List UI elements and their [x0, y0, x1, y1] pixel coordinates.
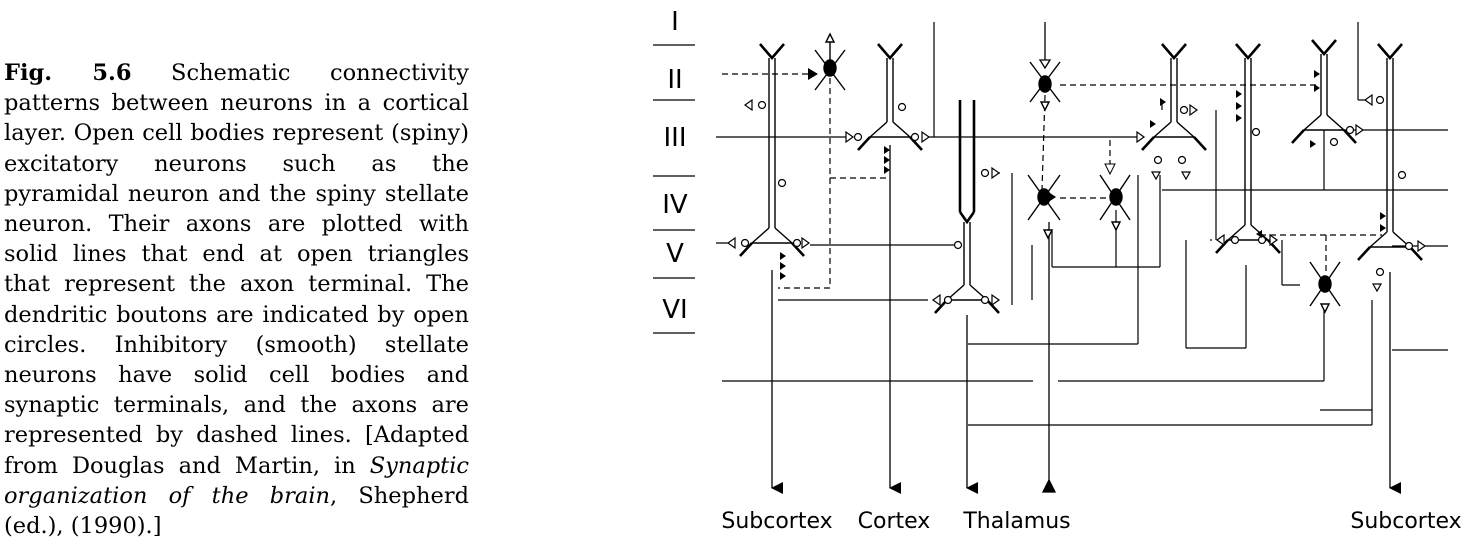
- target-label-subcortex-right: Subcortex: [1350, 509, 1461, 534]
- layer-label-I: I: [671, 7, 679, 37]
- vertical-axons: [933, 22, 1373, 425]
- layer-label-II: II: [667, 65, 682, 95]
- dendritic-boutons: [740, 95, 1414, 305]
- pyramidal-neuron-6: [1291, 39, 1357, 144]
- layer-separators: [653, 44, 695, 334]
- figure-label: Fig. 5.6: [4, 60, 132, 86]
- target-label-cortex: Cortex: [858, 509, 931, 534]
- layer-label-III: III: [663, 123, 686, 153]
- caption-text-2: , Shepherd (ed.), (1990).]: [4, 482, 469, 540]
- target-labels: Subcortex Cortex Thalamus Subcortex: [721, 509, 1461, 534]
- layer-labels: I II III IV V VI: [662, 7, 688, 325]
- horizontal-axons: [716, 129, 1448, 426]
- output-axons: [771, 145, 1401, 494]
- axon-terminals: [726, 93, 1427, 307]
- caption-book-title: Synaptic organization of the brain: [4, 452, 469, 509]
- inhibitory-stellate-neurons: [814, 32, 1341, 314]
- thalamic-afferent: [1038, 22, 1057, 493]
- inhibitory-neuron-2: [1029, 61, 1061, 112]
- figure-caption: Fig. 5.6 Schematic connectivity patterns…: [4, 58, 469, 541]
- pyramidal-neuron-4: [1141, 43, 1207, 151]
- inhibitory-axons: [722, 73, 1382, 289]
- layer-label-IV: IV: [662, 190, 688, 220]
- target-label-subcortex-left: Subcortex: [721, 509, 832, 534]
- layer-label-V: V: [666, 239, 684, 269]
- pyramidal-neuron-3: [934, 100, 1000, 314]
- layer-label-VI: VI: [662, 295, 687, 325]
- inhibitory-terminals: [780, 70, 1386, 280]
- inhibitory-neuron-3: [1027, 174, 1061, 240]
- inhibitory-neuron-1: [814, 32, 846, 91]
- target-label-thalamus: Thalamus: [962, 509, 1070, 534]
- inhibitory-synapse-heads: [808, 68, 1116, 176]
- pyramidal-neuron-7: [1357, 43, 1423, 261]
- caption-text-1: Schematic connectivity patterns between …: [4, 60, 469, 479]
- pyramidal-neuron-1: [739, 43, 805, 257]
- inhibitory-neuron-5: [1309, 261, 1341, 314]
- inhibitory-neuron-4: [1099, 174, 1131, 232]
- pyramidal-neuron-5: [1215, 43, 1281, 254]
